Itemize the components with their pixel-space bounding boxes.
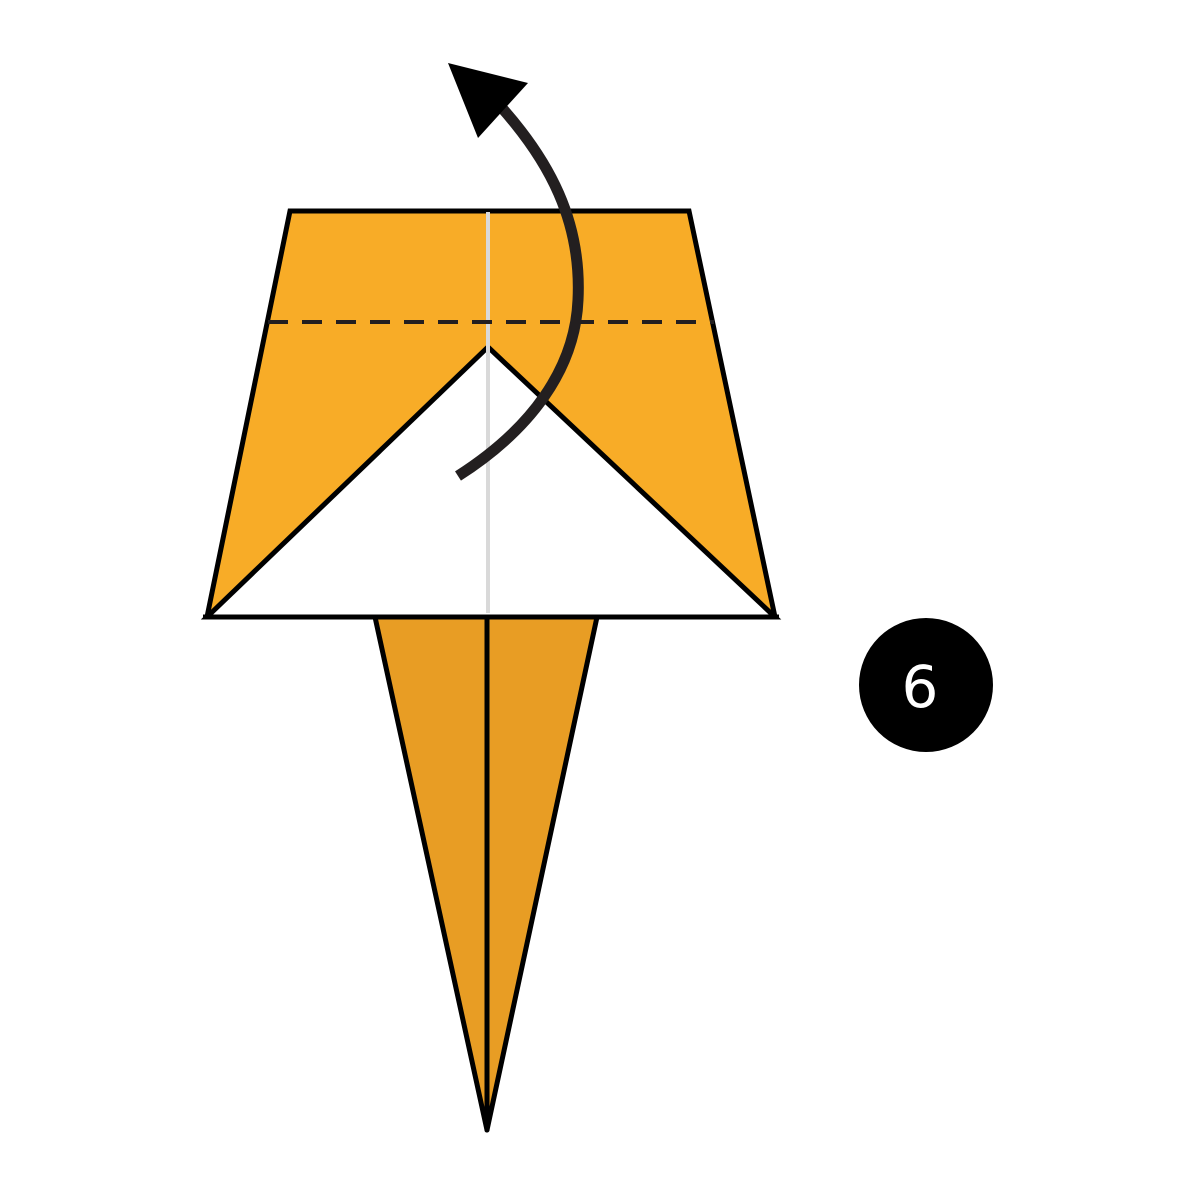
paper-tail [372,614,600,1133]
step-number-label: 6 [902,653,939,721]
tail-left-flap [372,614,490,1133]
step-badge-circle [859,618,993,752]
fold-arrow-shaft [455,104,584,481]
curved-arrow-icon [448,63,584,481]
step-number-badge: 6 [859,618,993,752]
fold-arrow-head [448,63,528,138]
paper-body [200,208,782,620]
tail-right-flap [484,614,600,1133]
